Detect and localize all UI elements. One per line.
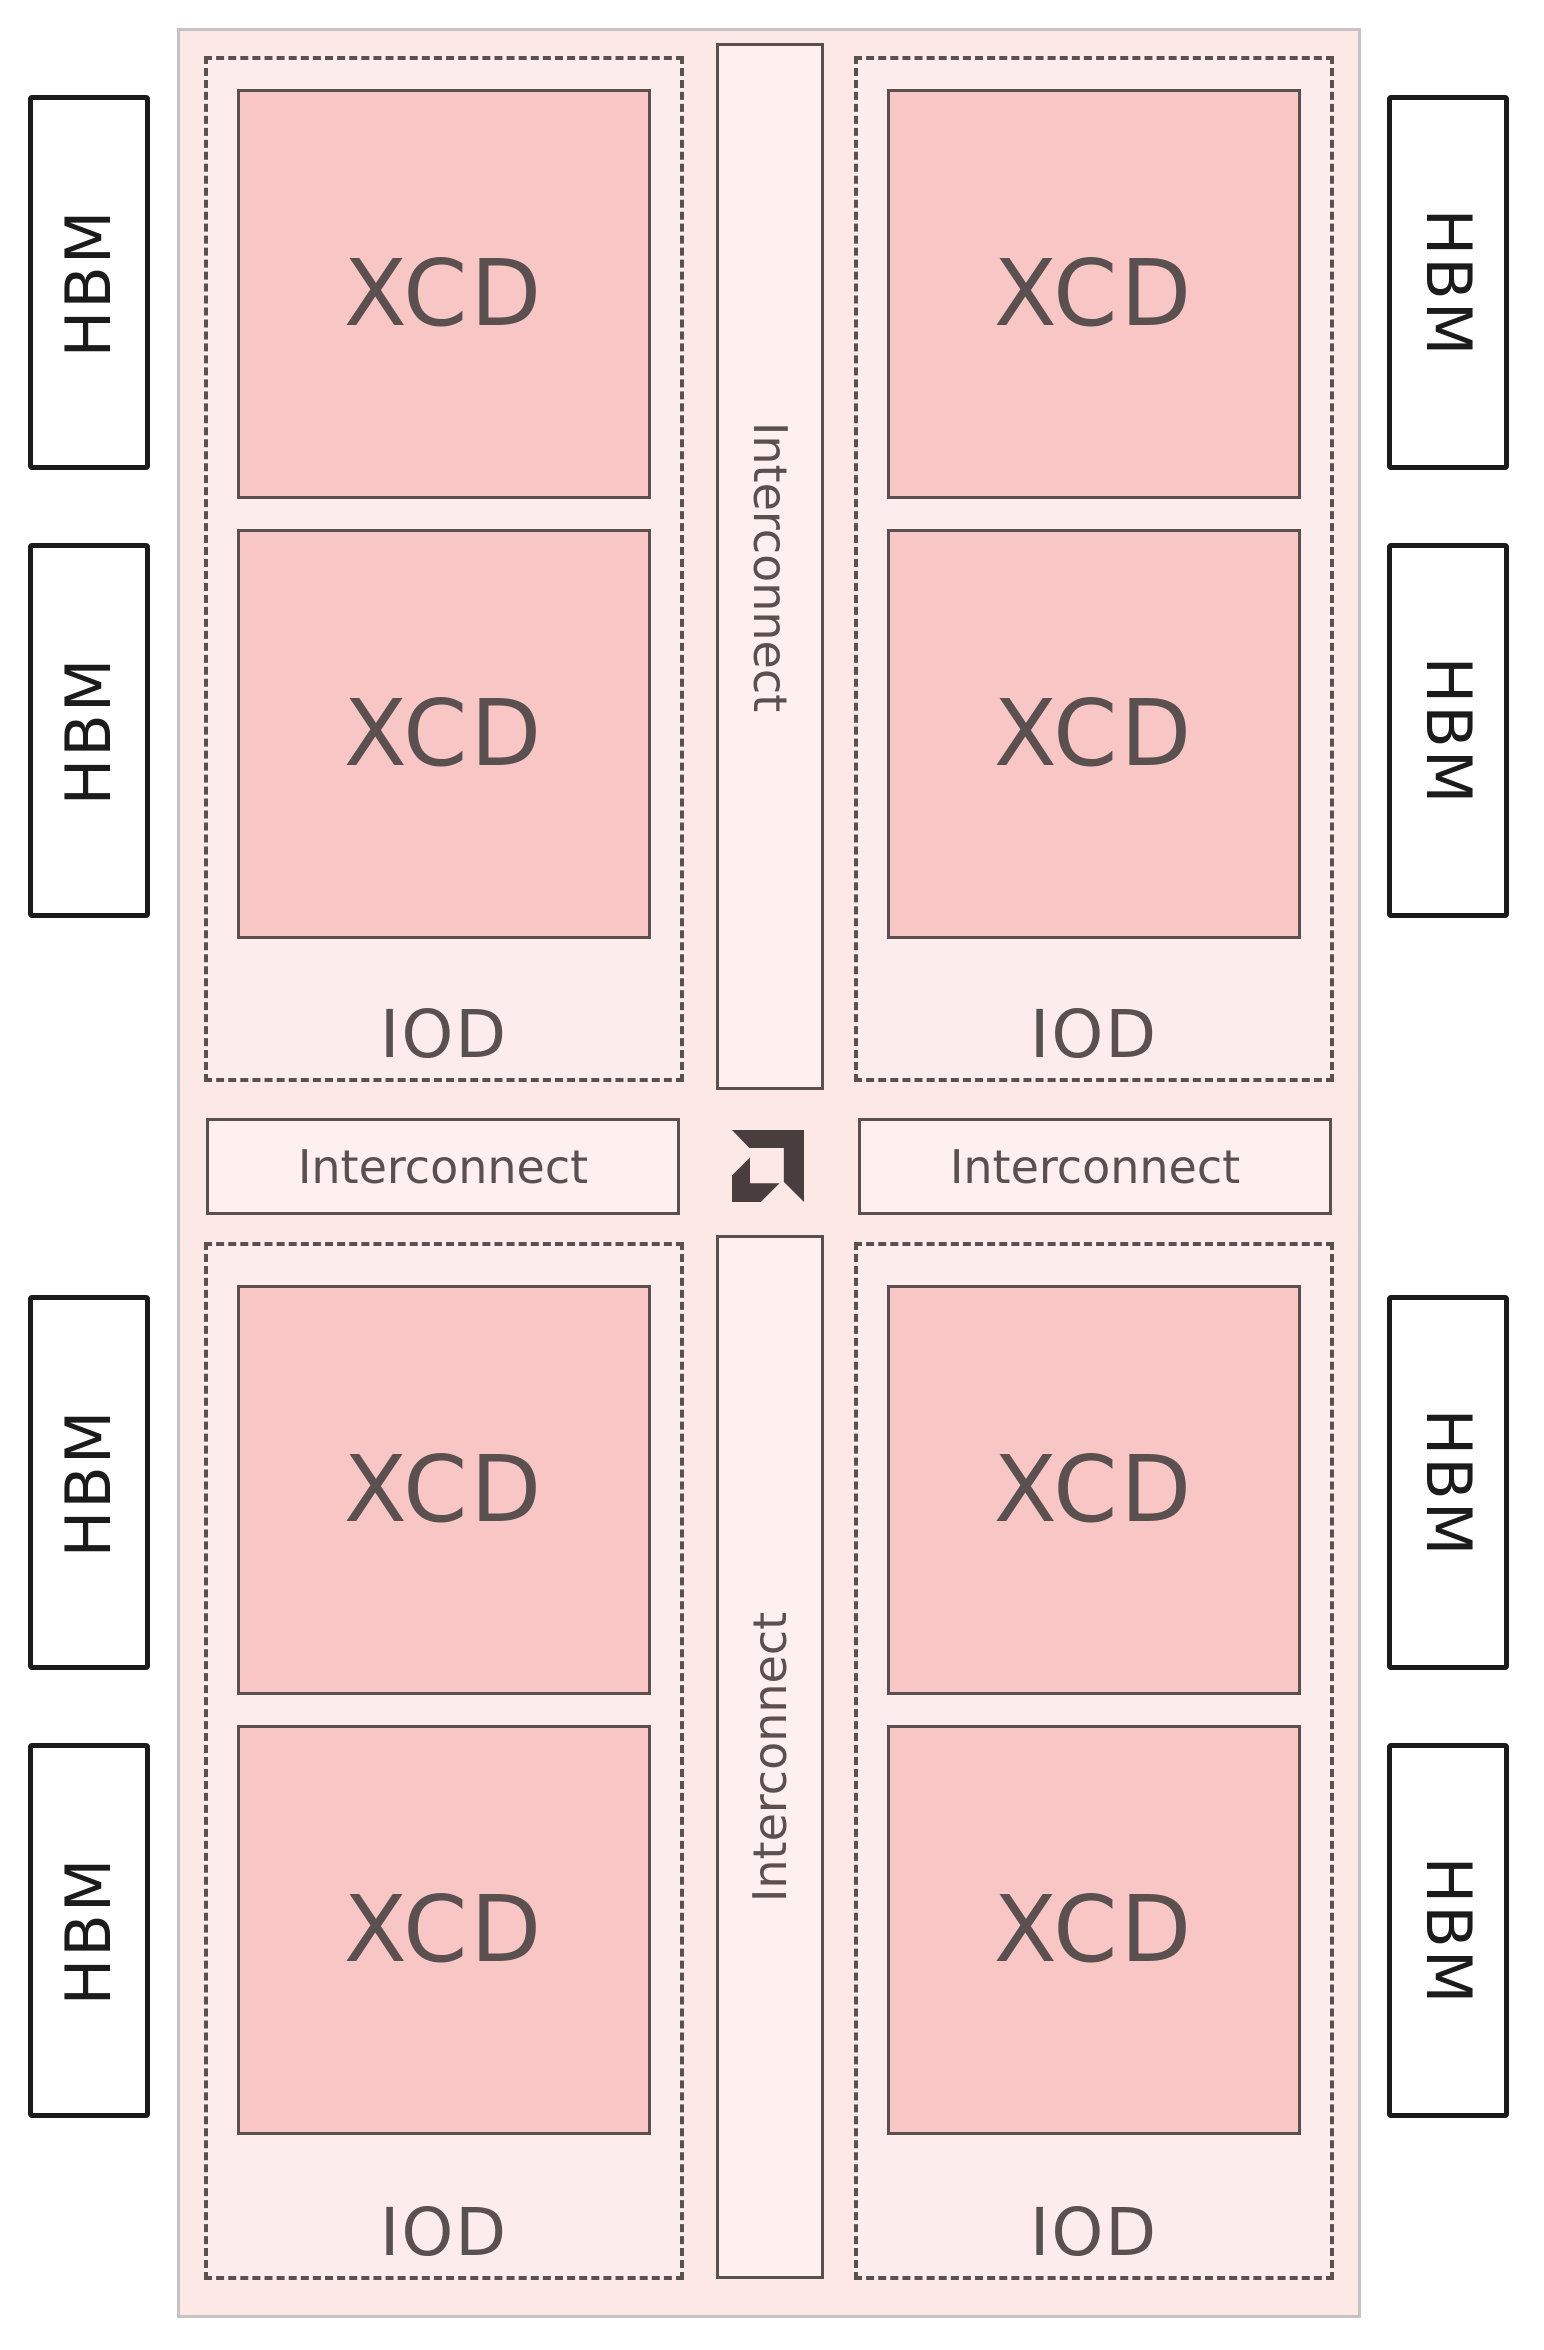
hbm-label: HBM [52,1856,125,2005]
xcd-label: XCD [343,240,545,347]
hbm-label: HBM [52,208,125,357]
xcd-label: XCD [343,680,545,787]
hbm-label: HBM [1412,208,1485,357]
hbm-label: HBM [1412,656,1485,805]
hbm-stack: HBM [28,1743,150,2118]
xcd-die: XCD [887,529,1301,939]
hbm-stack: HBM [28,1295,150,1670]
hbm-label: HBM [52,656,125,805]
iod-label: IOD [379,2194,509,2271]
interconnect-vertical-top: Interconnect [716,43,824,1090]
interconnect-label: Interconnect [743,421,797,712]
amd-arrow-icon [732,1130,804,1202]
hbm-label: HBM [1412,1408,1485,1557]
gpu-package: XCD XCD IOD XCD XCD IOD XCD XCD IOD XCD … [177,28,1361,2318]
iod-label: IOD [1029,996,1159,1073]
xcd-die: XCD [237,1285,651,1695]
interconnect-vertical-bottom: Interconnect [716,1235,824,2279]
iod-quadrant-top-left: XCD XCD IOD [204,56,684,1082]
xcd-label: XCD [343,1876,545,1983]
hbm-stack: HBM [28,543,150,918]
xcd-label: XCD [993,1436,1195,1543]
xcd-label: XCD [343,1436,545,1543]
hbm-label: HBM [52,1408,125,1557]
xcd-die: XCD [237,1725,651,2135]
hbm-stack: HBM [1387,1295,1509,1670]
iod-label: IOD [1029,2194,1159,2271]
xcd-label: XCD [993,240,1195,347]
interconnect-label: Interconnect [949,1139,1241,1194]
xcd-die: XCD [237,529,651,939]
xcd-die: XCD [887,1725,1301,2135]
xcd-die: XCD [887,1285,1301,1695]
hbm-stack: HBM [1387,543,1509,918]
interconnect-label: Interconnect [743,1611,797,1903]
xcd-die: XCD [237,89,651,499]
iod-label: IOD [379,996,509,1073]
interconnect-horizontal-left: Interconnect [206,1118,680,1215]
xcd-die: XCD [887,89,1301,499]
interconnect-horizontal-right: Interconnect [858,1118,1332,1215]
interconnect-label: Interconnect [297,1139,589,1194]
xcd-label: XCD [993,680,1195,787]
iod-quadrant-bottom-left: XCD XCD IOD [204,1242,684,2280]
hbm-stack: HBM [1387,1743,1509,2118]
hbm-label: HBM [1412,1856,1485,2005]
hbm-stack: HBM [28,95,150,470]
iod-quadrant-top-right: XCD XCD IOD [854,56,1334,1082]
xcd-label: XCD [993,1876,1195,1983]
hbm-stack: HBM [1387,95,1509,470]
iod-quadrant-bottom-right: XCD XCD IOD [854,1242,1334,2280]
